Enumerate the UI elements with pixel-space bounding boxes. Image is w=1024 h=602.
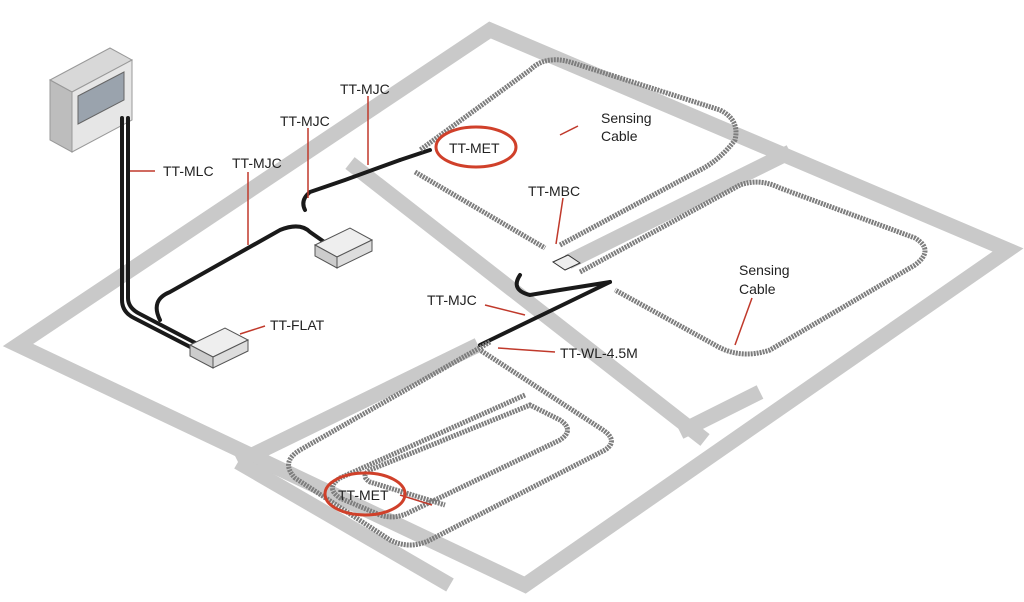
floor-divider — [564, 145, 794, 269]
leader-cables — [120, 116, 612, 354]
control-panel[interactable] — [48, 47, 134, 153]
floor-divider — [676, 385, 764, 439]
floor-divider — [234, 338, 482, 469]
label-tt-mjc: TT-MJC — [340, 81, 390, 97]
floor-plan — [2, 21, 1024, 594]
label-sensing-cable: Sensing — [601, 110, 652, 126]
label-tt-mjc: TT-MJC — [232, 155, 282, 171]
tt-met-highlight-1 — [434, 125, 518, 169]
callout-lines — [130, 96, 753, 506]
sensing-cable-loop-3 — [286, 339, 614, 548]
tt-mbc-connector[interactable] — [551, 254, 582, 271]
tt-met-highlight-2 — [323, 471, 407, 517]
label-tt-wl: TT-WL-4.5M — [560, 345, 638, 361]
label-tt-met: TT-MET — [449, 140, 500, 156]
floor-divider — [234, 455, 454, 592]
sensing-cable-met-1 — [413, 169, 547, 251]
label-tt-flat: TT-FLAT — [270, 317, 325, 333]
label-tt-mlc: TT-MLC — [163, 163, 214, 179]
floor-divider — [345, 157, 710, 446]
label-tt-mjc: TT-MJC — [280, 113, 330, 129]
panel-screen — [77, 71, 125, 125]
label-sensing-cable: Cable — [739, 281, 776, 297]
tt-flat-box[interactable] — [188, 327, 250, 369]
floor-outer-border — [2, 21, 1024, 594]
label-sensing-cable: Cable — [601, 128, 638, 144]
label-tt-mbc: TT-MBC — [528, 183, 580, 199]
label-tt-met: TT-MET — [338, 487, 389, 503]
sensing-cable-loop-2 — [578, 179, 928, 357]
label-tt-mjc: TT-MJC — [427, 292, 477, 308]
sensing-cable-loop-1 — [418, 57, 739, 248]
label-sensing-cable: Sensing — [739, 262, 790, 278]
tt-mjc-box[interactable] — [313, 227, 374, 269]
